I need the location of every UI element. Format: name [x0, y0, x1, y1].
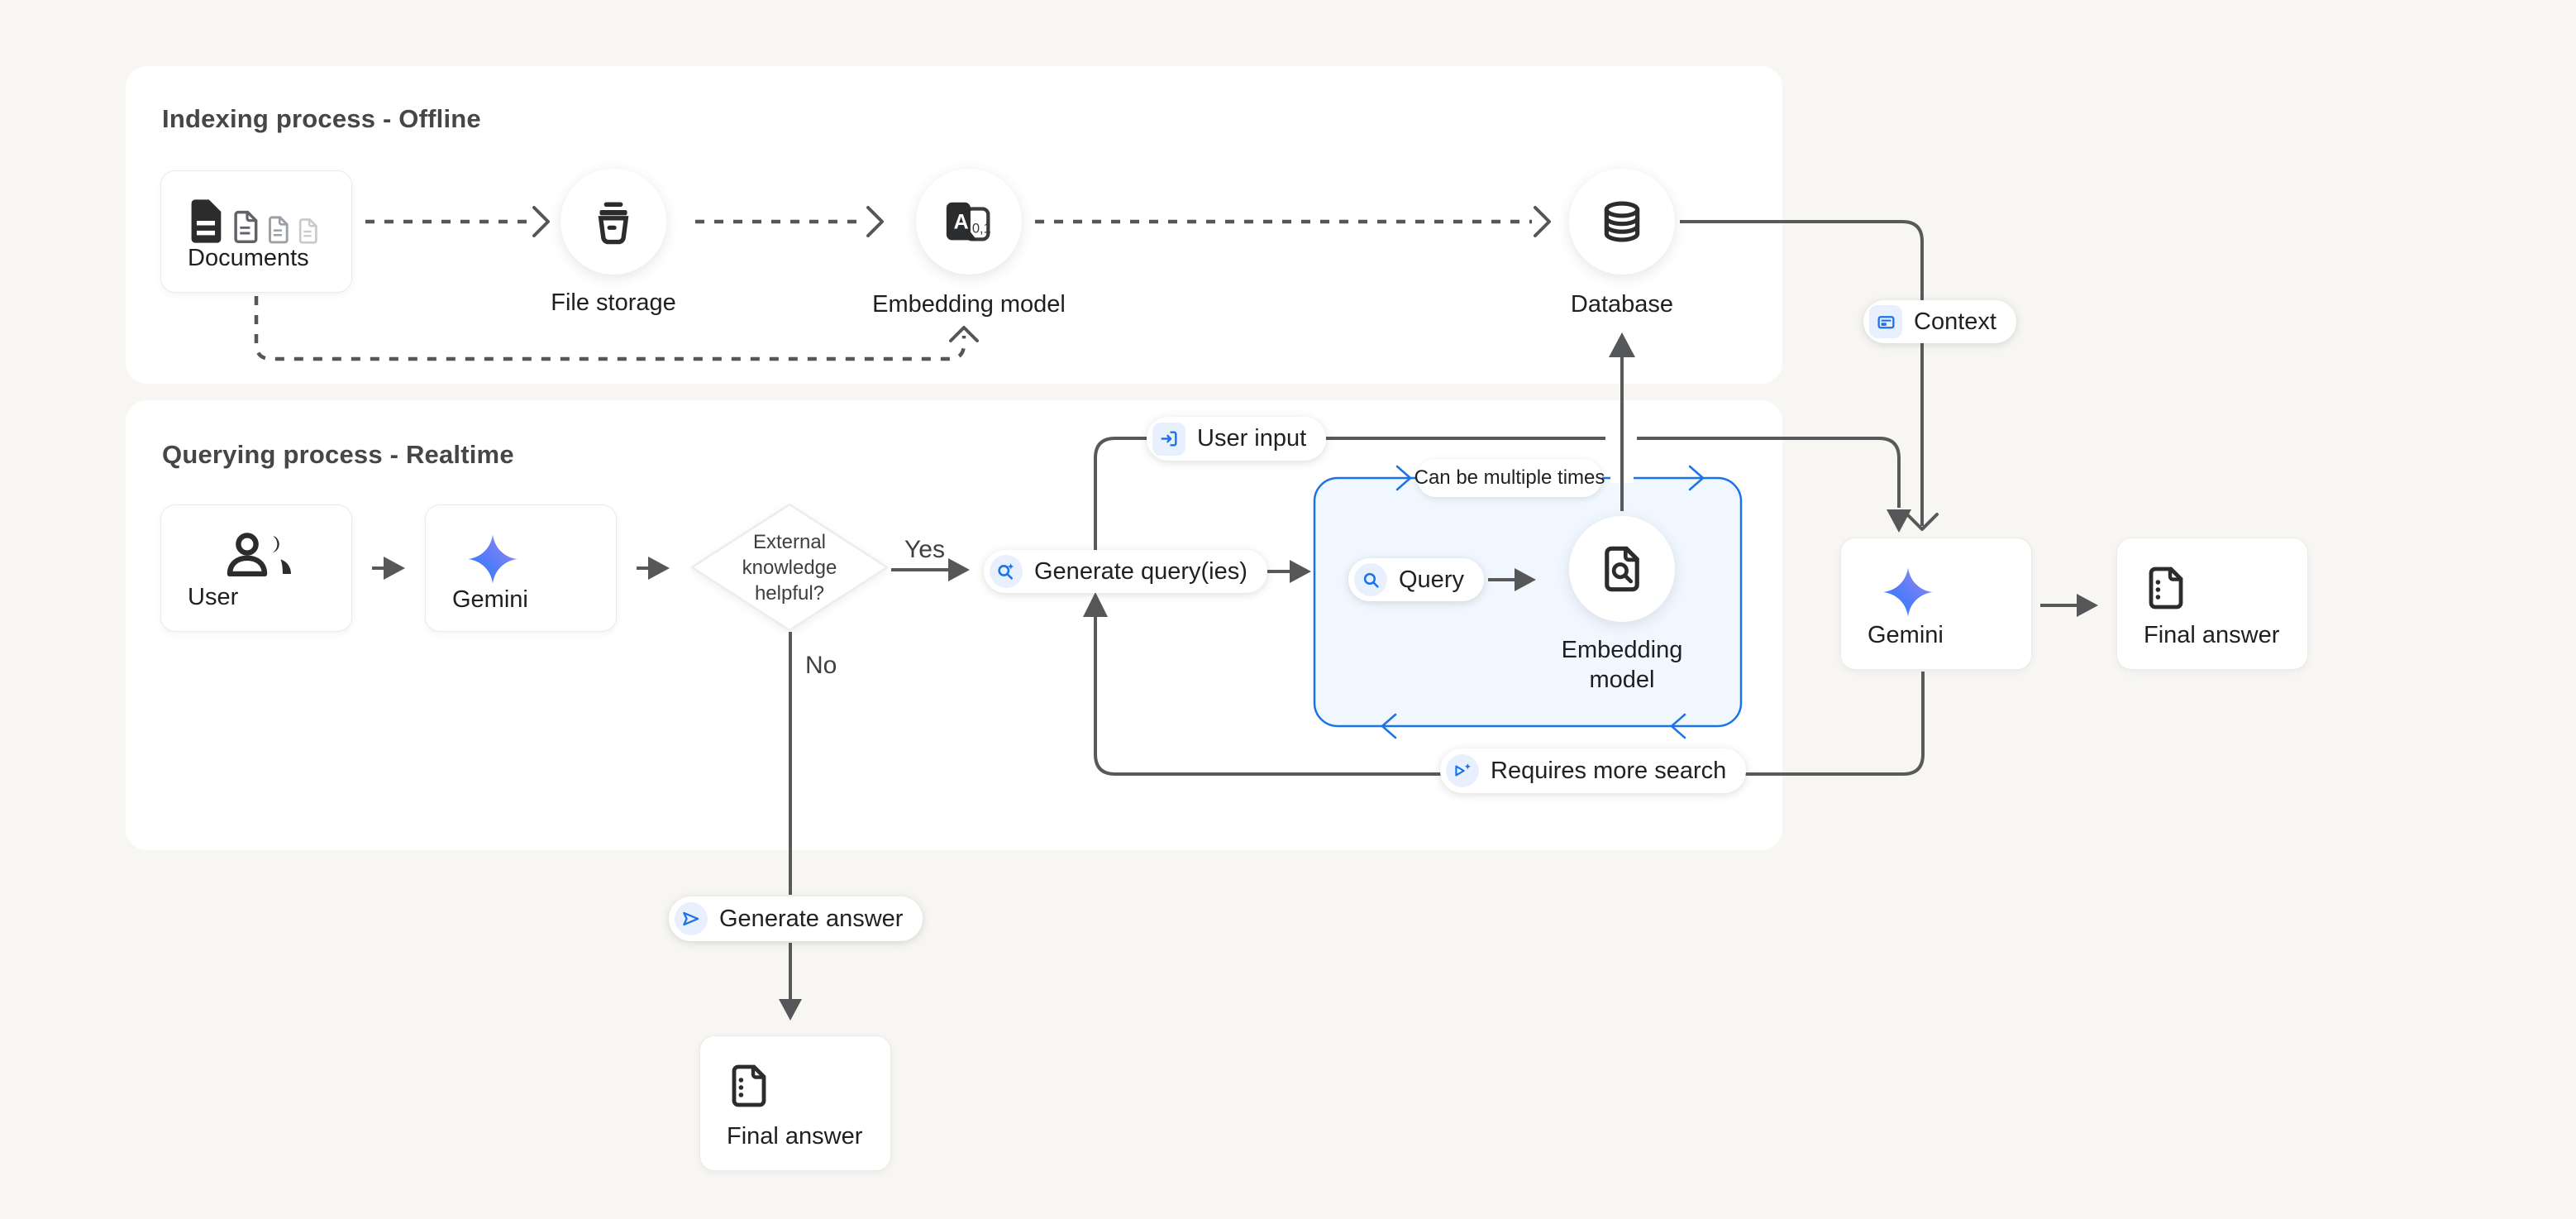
embedding-model-offline-node: 0,1 A	[916, 169, 1022, 275]
loop-arrow-left-icon	[1381, 713, 1397, 739]
no-label: No	[805, 652, 837, 679]
final-answer-bottom-node: Final answer	[699, 1035, 891, 1171]
generate-queries-pill: Generate query(ies)	[984, 550, 1267, 593]
documents-label: Documents	[188, 245, 309, 271]
gemini-star-icon	[1881, 565, 2008, 619]
database-node	[1569, 169, 1675, 275]
user-input-pill: User input	[1147, 417, 1327, 461]
final-answer-doc-icon	[2144, 565, 2284, 611]
file-storage-node	[561, 169, 666, 275]
context-pill: Context	[1863, 300, 2016, 343]
final-answer-right-node: Final answer	[2116, 538, 2308, 670]
final-answer-right-label: Final answer	[2144, 622, 2280, 648]
file-storage-icon	[598, 202, 629, 245]
generate-answer-pill: Generate answer	[669, 896, 923, 941]
generate-queries-label: Generate query(ies)	[1034, 557, 1247, 585]
gemini-star-icon	[465, 532, 593, 586]
gemini-query-label: Gemini	[452, 586, 528, 613]
requires-more-search-pill: Requires more search	[1440, 748, 1747, 793]
final-answer-bottom-label: Final answer	[727, 1123, 863, 1150]
query-label: Query	[1399, 566, 1464, 593]
decision-text: External knowledge helpful?	[742, 530, 837, 605]
gemini-answer-node: Gemini	[1840, 538, 2032, 670]
indexing-panel-title: Indexing process - Offline	[162, 104, 481, 133]
query-loop-box	[1313, 465, 1743, 739]
context-pill-label: Context	[1914, 308, 1996, 335]
can-be-multiple-times-pill: Can be multiple times	[1414, 459, 1605, 497]
embedding-model-realtime-node	[1569, 516, 1675, 622]
loop-arrow-left-icon	[1670, 713, 1686, 739]
loop-arrow-right-icon	[1688, 465, 1705, 491]
input-icon	[1152, 422, 1185, 456]
user-label: User	[188, 584, 239, 610]
embedding-digits: 0,1	[972, 222, 991, 237]
search-icon	[1354, 563, 1387, 596]
solid-flow-lines	[372, 220, 2085, 1007]
database-icon	[1604, 201, 1640, 242]
arrowheads	[384, 332, 2098, 1021]
query-pill: Query	[1348, 558, 1484, 601]
embedding-letter: A	[954, 211, 969, 234]
dashed-flow-lines	[254, 206, 1551, 361]
embedding-model-icon: 0,1 A	[946, 202, 991, 241]
database-label: Database	[1570, 291, 1674, 318]
gemini-answer-label: Gemini	[1868, 622, 1944, 648]
final-answer-doc-icon	[727, 1063, 867, 1109]
context-icon	[1869, 305, 1902, 338]
file-storage-label: File storage	[551, 289, 676, 316]
documents-icon	[188, 198, 328, 244]
branch-spark-icon	[1446, 754, 1479, 787]
send-icon	[675, 902, 708, 935]
user-input-label: User input	[1197, 425, 1307, 452]
querying-panel-title: Querying process - Realtime	[162, 440, 514, 469]
user-node: User	[160, 504, 352, 632]
documents-node: Documents	[160, 170, 352, 293]
generate-answer-label: Generate answer	[719, 905, 904, 932]
loop-arrow-right-icon	[1395, 465, 1412, 491]
document-search-icon	[1605, 546, 1639, 592]
user-icon	[224, 532, 328, 576]
embedding-model-realtime-label: Embedding model	[1561, 637, 1683, 693]
yes-label: Yes	[904, 536, 945, 563]
search-spark-icon	[990, 555, 1023, 588]
requires-more-search-label: Requires more search	[1491, 757, 1727, 784]
gemini-query-node: Gemini	[425, 504, 617, 632]
embedding-model-offline-label: Embedding model	[872, 291, 1066, 318]
decision-diamond: External knowledge helpful?	[690, 503, 889, 632]
